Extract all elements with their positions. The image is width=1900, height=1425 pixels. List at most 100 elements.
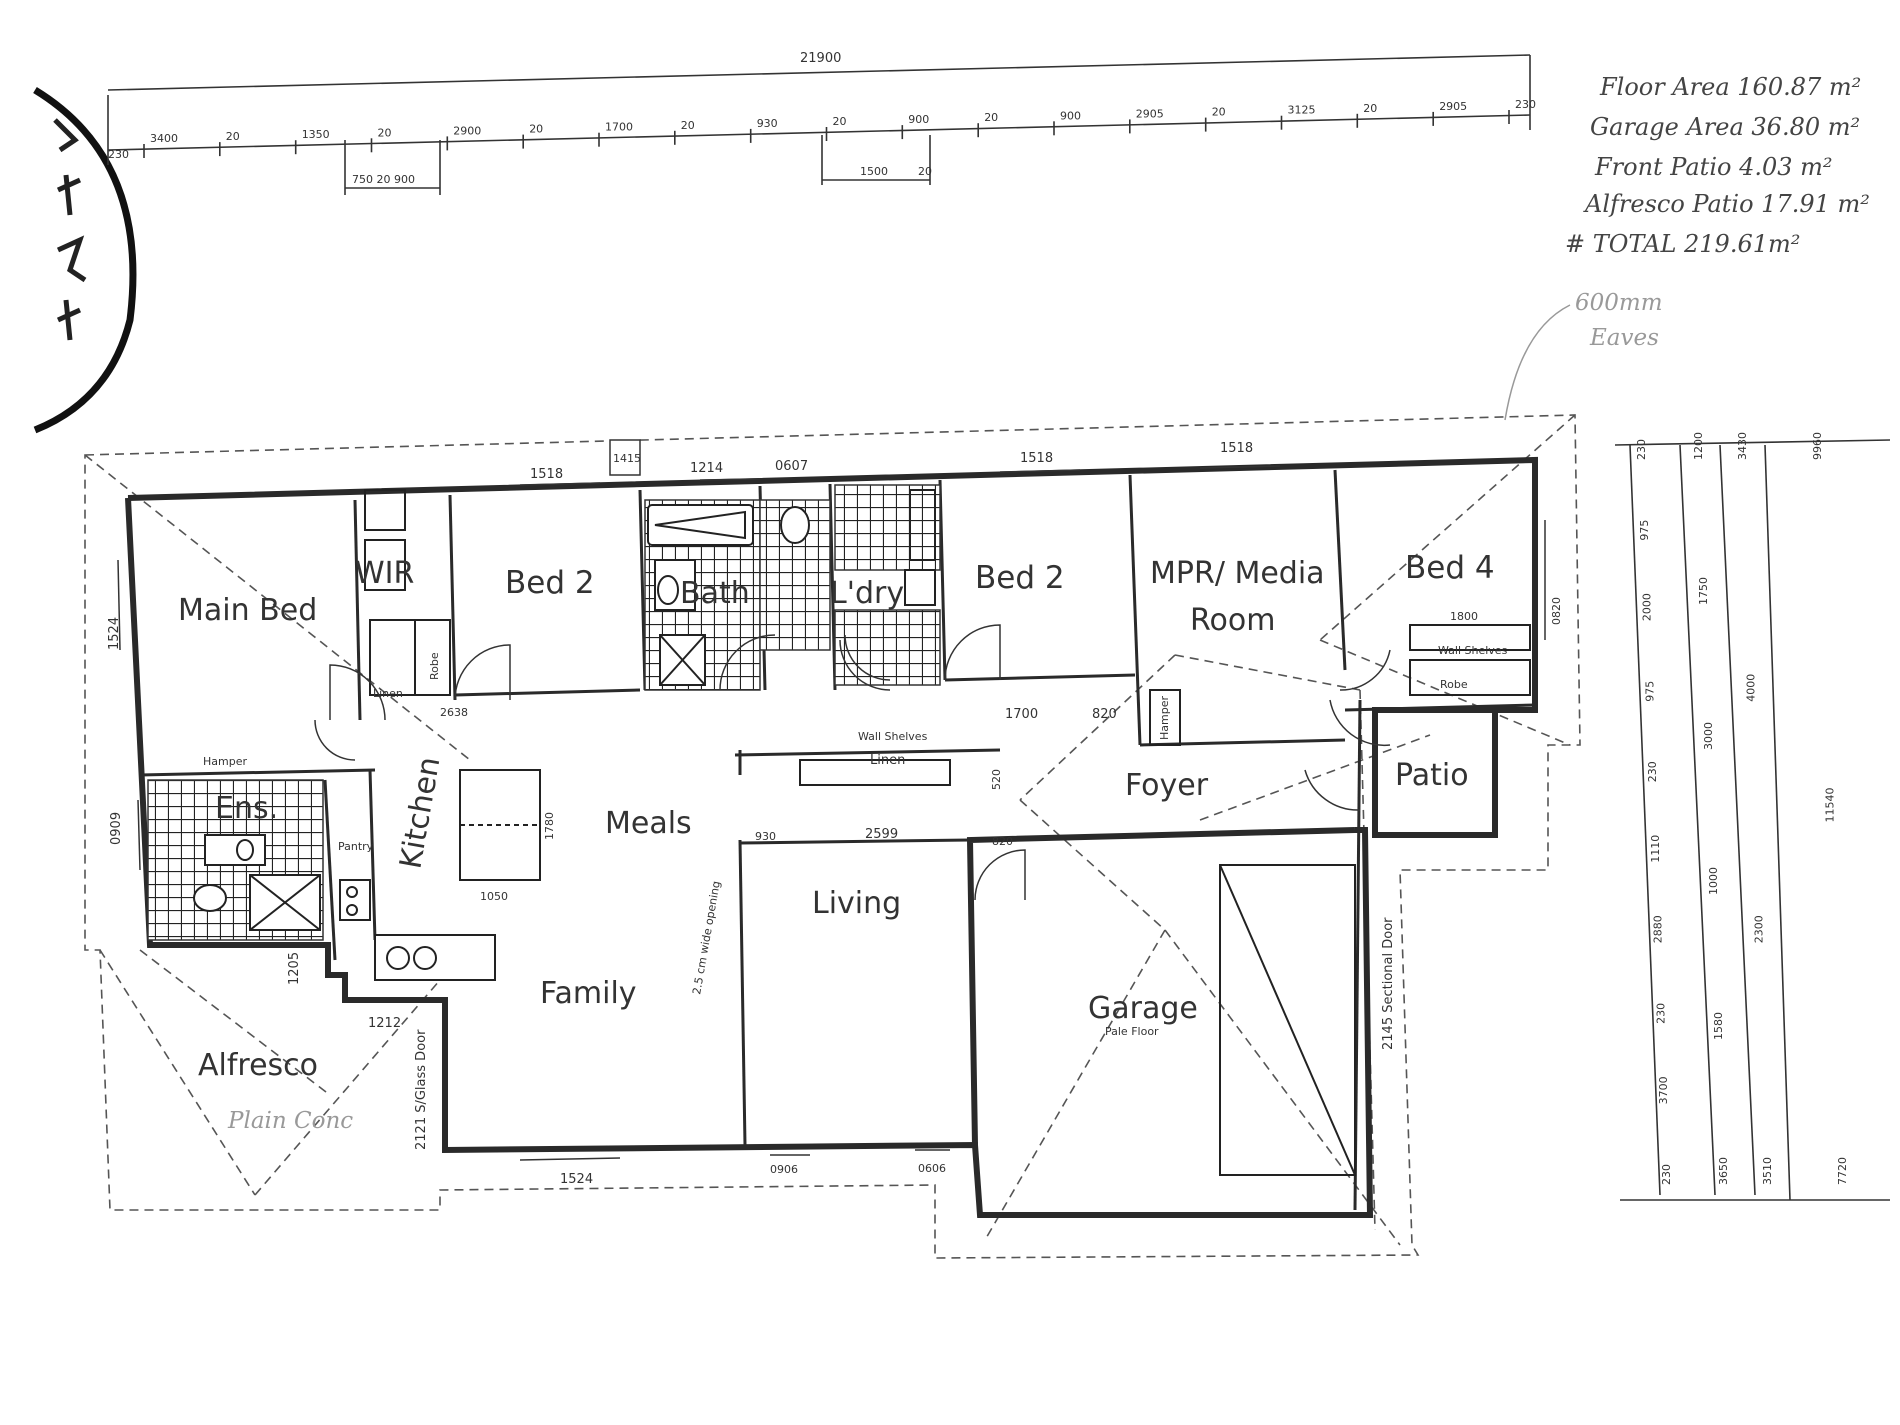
right-dimension-lines: [1614, 439, 1891, 1201]
room-bath: Bath: [680, 576, 750, 611]
label-hamper-left: Hamper: [203, 755, 247, 768]
top-chain-dim: 900: [1060, 109, 1081, 122]
label-linen-left: Linen: [373, 687, 403, 700]
eaves-leader: [1504, 304, 1571, 421]
dim-0909: 0909: [109, 812, 124, 845]
dim-930: 930: [755, 830, 776, 843]
dim-1518-a: 1518: [530, 467, 563, 482]
right-chain-dim: 3430: [1736, 432, 1749, 460]
room-patio: Patio: [1395, 758, 1469, 793]
right-chain-dim: 3650: [1717, 1157, 1730, 1185]
dim-520: 520: [990, 769, 1003, 790]
windows: [117, 439, 1546, 1161]
dim-1700: 1700: [1005, 707, 1038, 722]
top-start-dim: 230: [108, 148, 129, 161]
label-robe-right: Robe: [1440, 678, 1468, 691]
dim-1050: 1050: [480, 890, 508, 903]
dim-1518-b: 1518: [1020, 451, 1053, 466]
dim-1212: 1212: [368, 1016, 401, 1031]
dim-1524-bottom: 1524: [560, 1172, 593, 1187]
front-patio-area: Front Patio 4.03 m²: [1594, 153, 1833, 181]
label-sectional-door: 2145 Sectional Door: [1381, 917, 1396, 1050]
tiled-areas: [147, 484, 941, 941]
label-robe-left: Robe: [428, 652, 441, 680]
top-chain-dim: 2900: [453, 124, 481, 137]
internal-walls: [139, 469, 1536, 1146]
room-main-bed: Main Bed: [178, 593, 317, 628]
room-alfresco: Alfresco: [198, 1048, 318, 1083]
top-dimension-lines: [107, 54, 1531, 195]
label-linen-mid: Linen: [870, 753, 905, 768]
dim-0606: 0606: [918, 1162, 946, 1175]
dim-820b: 820: [992, 835, 1013, 848]
top-sub2-end-dim: 20: [918, 165, 932, 178]
right-chain-dim: 230: [1654, 1003, 1667, 1024]
dim-2638: 2638: [440, 706, 468, 719]
top-chain-dim: 20: [833, 115, 847, 128]
dim-1800: 1800: [1450, 610, 1478, 623]
right-chain-dim: 11540: [1824, 788, 1837, 823]
label-opening: 2.5 cm wide opening: [690, 880, 723, 996]
right-chain-dim: 1110: [1649, 835, 1662, 863]
top-chain-dim: 230: [1515, 98, 1536, 111]
label-wall-shelves-right: Wall Shelves: [1438, 644, 1508, 657]
dim-1780: 1780: [543, 812, 556, 840]
right-chain-dim: 1000: [1707, 867, 1720, 895]
top-chain-dim: 3400: [150, 132, 178, 145]
right-chain-dim: 2880: [1652, 915, 1665, 943]
label-hamper-right: Hamper: [1158, 696, 1171, 740]
top-chain-dim: 3125: [1288, 104, 1316, 117]
top-chain-dim: 1350: [302, 128, 330, 141]
right-chain-dim: 4000: [1744, 674, 1757, 702]
top-sub1-dim: 750 20 900: [352, 173, 415, 186]
right-chain-dim: 2300: [1753, 915, 1766, 943]
room-bed2-left: Bed 2: [505, 565, 595, 601]
label-pantry: Pantry: [338, 840, 374, 853]
top-chain-dim: 20: [984, 111, 998, 124]
top-chain-dim: 20: [226, 130, 240, 143]
right-chain-dim: 975: [1643, 681, 1656, 702]
garage-area: Garage Area 36.80 m²: [1590, 113, 1860, 141]
dim-vent: 1415: [613, 452, 641, 465]
right-chain-dim: 1200: [1692, 432, 1705, 460]
top-chain-dim: 2905: [1136, 107, 1164, 120]
dim-1214: 1214: [690, 461, 723, 476]
fixtures: [193, 489, 1531, 1176]
label-sliding-door: 2121 S/Glass Door: [414, 1029, 429, 1150]
right-chain-dim: 230: [1646, 761, 1659, 782]
total-area: # TOTAL 219.61m²: [1565, 230, 1800, 258]
right-chain-dim: 2000: [1641, 593, 1654, 621]
room-garage: Garage: [1088, 991, 1198, 1026]
right-dimension-chain: 2309752000975230111028802303700230120017…: [1635, 432, 1849, 1185]
roof-outline: [84, 414, 1581, 1259]
top-chain-dim: 2905: [1439, 100, 1467, 113]
right-chain-dim: 1750: [1697, 577, 1710, 605]
room-bed2-right: Bed 2: [975, 560, 1065, 596]
room-living: Living: [812, 886, 901, 921]
top-chain-dim: 20: [1212, 106, 1226, 119]
dim-1518-c: 1518: [1220, 441, 1253, 456]
top-chain-dim: 900: [908, 113, 929, 126]
dim-2599: 2599: [865, 827, 898, 842]
top-chain-dim: 20: [1363, 102, 1377, 115]
eaves-note-1: 600mm: [1575, 290, 1663, 316]
right-chain-dim: 7720: [1836, 1157, 1849, 1185]
right-chain-dim: 3510: [1761, 1157, 1774, 1185]
top-chain-dim: 20: [378, 126, 392, 139]
room-meals: Meals: [605, 806, 692, 841]
dim-1524-left: 1524: [107, 617, 122, 650]
scribble-marks: [53, 118, 87, 341]
right-chain-dim: 3000: [1702, 722, 1715, 750]
room-mpr: MPR/ Media: [1150, 556, 1325, 591]
right-chain-dim: 1580: [1712, 1012, 1725, 1040]
right-chain-dim: 975: [1638, 520, 1651, 541]
room-wir: WIR: [355, 556, 414, 591]
dim-820: 820: [1092, 707, 1117, 722]
alfresco-note: Plain Conc: [227, 1108, 353, 1134]
dim-1205: 1205: [287, 952, 302, 985]
dim-0820: 0820: [1550, 597, 1563, 625]
top-chain-dim: 930: [757, 117, 778, 130]
right-chain-dim: 9960: [1811, 432, 1824, 460]
room-garage-sub: Pale Floor: [1105, 1025, 1159, 1038]
